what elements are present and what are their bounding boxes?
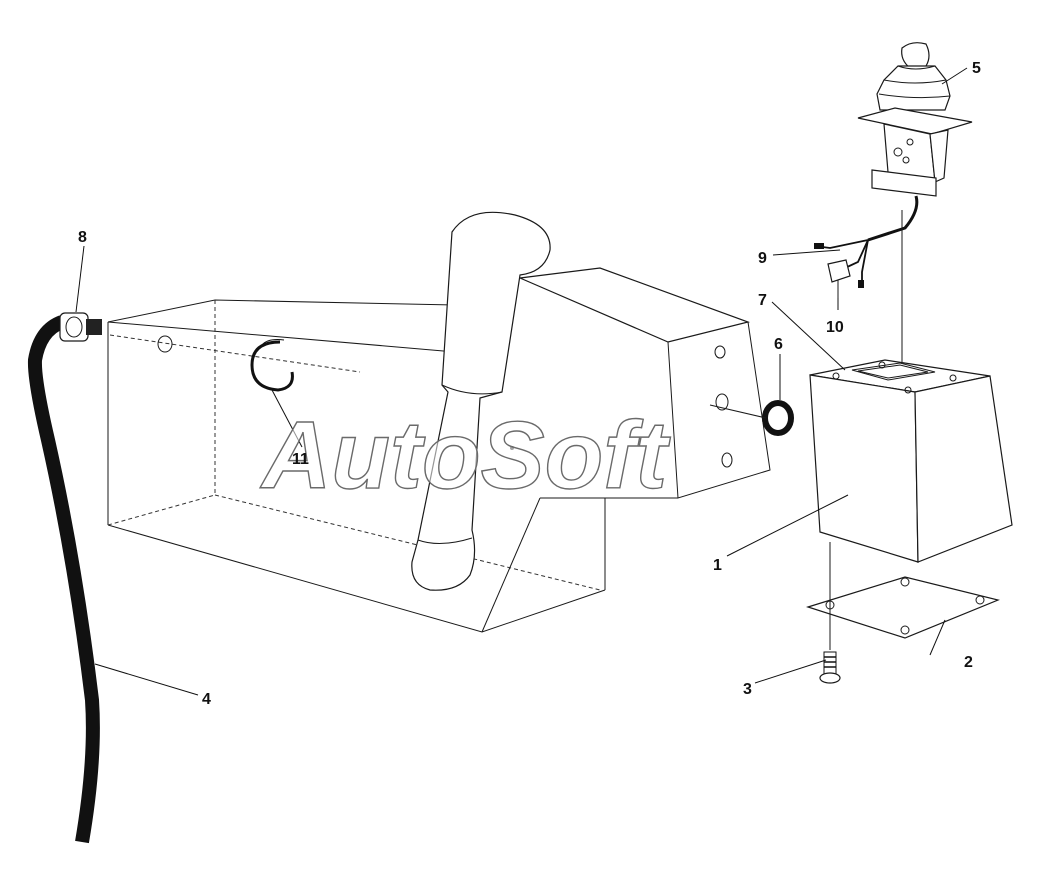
electrical-connector — [827, 259, 851, 300]
callout-6: 6 — [774, 336, 783, 353]
retaining-ring — [250, 339, 294, 392]
callout-9: 9 — [758, 250, 767, 267]
wiring-harness — [814, 239, 869, 288]
callout-10: 10 — [826, 319, 844, 336]
callout-2: 2 — [964, 654, 973, 671]
callout-7: 7 — [758, 292, 767, 309]
joystick-assembly — [857, 42, 973, 362]
hose-fitting — [59, 312, 102, 342]
callout-8: 8 — [78, 229, 87, 246]
callout-3: 3 — [743, 681, 752, 698]
joystick-housing — [809, 359, 1013, 563]
leader-lines — [75, 67, 968, 696]
callout-1: 1 — [713, 557, 722, 574]
callout-5: 5 — [972, 60, 981, 77]
control-console — [107, 267, 771, 633]
bolt — [819, 542, 841, 684]
watermark-text: AutoSoft — [260, 402, 671, 509]
callout-4: 4 — [202, 691, 211, 708]
callout-11: 11 — [292, 451, 309, 468]
callout-labels: 1 2 3 4 5 6 7 8 9 10 11 — [78, 60, 981, 708]
hose — [27, 315, 100, 844]
base-plate — [805, 576, 1000, 639]
shift-lever — [411, 211, 551, 591]
grommet — [709, 400, 794, 436]
